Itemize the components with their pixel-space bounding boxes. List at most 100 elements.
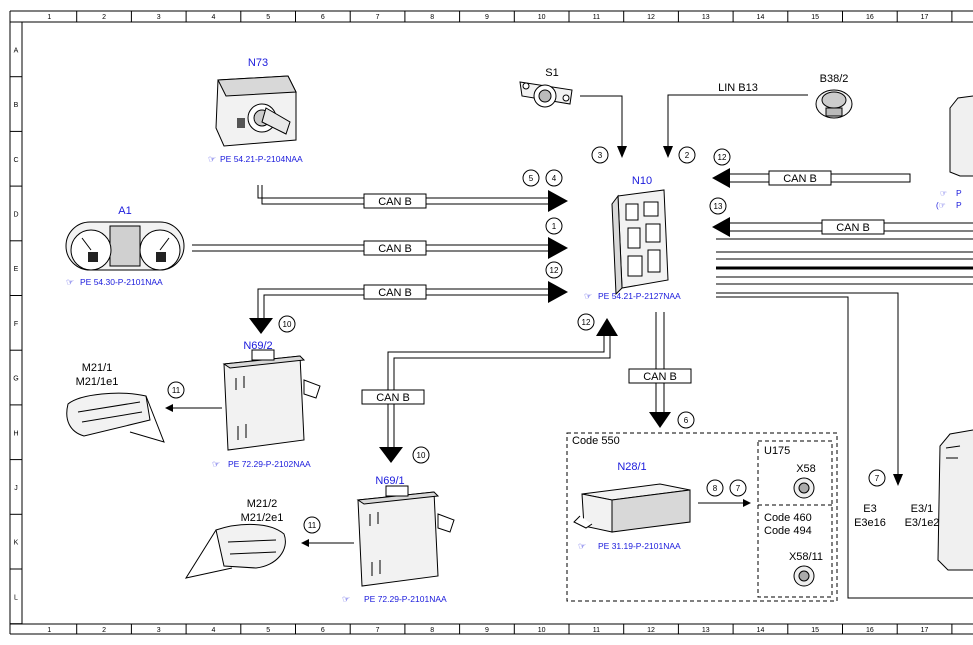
can-b-label: CAN B (378, 243, 412, 255)
edge-reference: P (956, 200, 962, 210)
e3-label: E3 (863, 503, 876, 515)
column-label: 6 (321, 627, 325, 634)
column-label: 9 (485, 14, 489, 21)
row-label: L (14, 594, 18, 601)
svg-text:8: 8 (713, 484, 718, 493)
callout-c10a: 10 (278, 315, 296, 333)
column-label: 5 (266, 627, 270, 634)
column-label: 14 (757, 14, 765, 21)
svg-text:13: 13 (714, 202, 723, 211)
m21-2-label: M21/2 (247, 498, 278, 510)
column-label: 10 (538, 14, 546, 21)
callout-c5: 5 (522, 169, 540, 187)
code-550-group: Code 550 N28/1 ☞ PE 31.19-P-2101NAA U175… (566, 432, 838, 602)
column-label: 9 (485, 627, 489, 634)
svg-text:3: 3 (598, 151, 603, 160)
column-label: 13 (702, 627, 710, 634)
row-label: A (14, 47, 19, 54)
bus-labels: CAN B CAN B CAN B CAN B CAN B CAN B CAN … (361, 82, 885, 405)
row-label: C (13, 157, 18, 164)
column-label: 8 (430, 627, 434, 634)
callout-c13: 13 (709, 197, 727, 215)
column-label: 12 (647, 14, 655, 21)
reference-icon: ☞ (212, 459, 220, 469)
callout-c3: 3 (591, 146, 609, 164)
n69-2-code: N69/2 (243, 340, 272, 352)
row-label: E (14, 266, 19, 273)
x58-code: X58 (796, 463, 816, 475)
callout-c11b: 11 (303, 516, 321, 534)
a1-reference[interactable]: PE 54.30-P-2101NAA (80, 277, 163, 287)
column-label: 17 (921, 14, 929, 21)
b38-2-code: B38/2 (820, 73, 849, 85)
row-label: F (14, 321, 18, 328)
m21-1-label: M21/1 (82, 362, 113, 374)
column-label: 1 (47, 627, 51, 634)
right-edge-device: ☞ P (☞ P (936, 95, 973, 210)
svg-text:7: 7 (736, 484, 741, 493)
callout-c12b: 12 (713, 148, 731, 166)
column-label: 10 (538, 627, 546, 634)
column-label: 7 (376, 627, 380, 634)
a1-code: A1 (118, 205, 131, 217)
can-b-label: CAN B (378, 196, 412, 208)
callout-c7b: 7 (868, 469, 886, 487)
callout-c12a: 12 (545, 261, 563, 279)
callout-c7a: 7 (729, 479, 747, 497)
column-label: 2 (102, 14, 106, 21)
column-label: 16 (866, 627, 874, 634)
n73-reference[interactable]: PE 54.21-P-2104NAA (220, 154, 303, 164)
column-label: 11 (593, 14, 600, 21)
edge-reference: P (956, 188, 962, 198)
column-label: 2 (102, 627, 106, 634)
column-label: 14 (757, 627, 765, 634)
n69-2-control-unit: N69/2 ☞ PE 72.29-P-2102NAA (212, 340, 321, 469)
reference-icon: (☞ (936, 201, 946, 210)
u175-code: U175 (764, 445, 790, 457)
n73-code: N73 (248, 57, 268, 69)
lin-b13-label: LIN B13 (718, 82, 758, 94)
row-label: H (13, 430, 18, 437)
column-label: 11 (593, 627, 600, 634)
callout-c2: 2 (678, 146, 696, 164)
callout-c11a: 11 (167, 381, 185, 399)
svg-text:10: 10 (417, 451, 426, 460)
svg-text:12: 12 (718, 153, 727, 162)
column-label: 17 (921, 627, 929, 634)
reference-icon: ☞ (342, 594, 350, 604)
callout-c12c: 12 (577, 313, 595, 331)
s1-code: S1 (545, 67, 558, 79)
row-label: K (14, 540, 19, 547)
column-label: 15 (811, 14, 819, 21)
row-label: B (14, 102, 19, 109)
code-494-label: Code 494 (764, 525, 812, 537)
column-label: 8 (430, 14, 434, 21)
svg-text:12: 12 (550, 266, 559, 275)
svg-text:10: 10 (283, 320, 292, 329)
e3-1e2-label: E3/1e2 (905, 517, 940, 529)
row-label: J (14, 485, 18, 492)
code-550-label: Code 550 (572, 435, 620, 447)
row-label: D (13, 211, 18, 218)
reference-icon: ☞ (584, 291, 592, 301)
column-label: 4 (211, 14, 215, 21)
n10-reference[interactable]: PE 54.21-P-2127NAA (598, 291, 681, 301)
callout-c1: 1 (545, 217, 563, 235)
a1-instrument-cluster: A1 ☞ PE 54.30-P-2101NAA (65, 205, 185, 287)
can-b-label: CAN B (836, 222, 870, 234)
n69-1-reference[interactable]: PE 72.29-P-2101NAA (364, 594, 447, 604)
column-label: 1 (47, 14, 51, 21)
x58-11-code: X58/11 (789, 551, 823, 563)
column-label: 6 (321, 14, 325, 21)
e3-1-label: E3/1 (911, 503, 934, 515)
callout-c8: 8 (706, 479, 724, 497)
callout-c6: 6 (677, 411, 695, 429)
svg-text:5: 5 (529, 174, 534, 183)
column-label: 12 (647, 627, 655, 634)
n28-1-reference[interactable]: PE 31.19-P-2101NAA (598, 541, 681, 551)
svg-text:11: 11 (172, 386, 181, 395)
n69-2-reference[interactable]: PE 72.29-P-2102NAA (228, 459, 311, 469)
